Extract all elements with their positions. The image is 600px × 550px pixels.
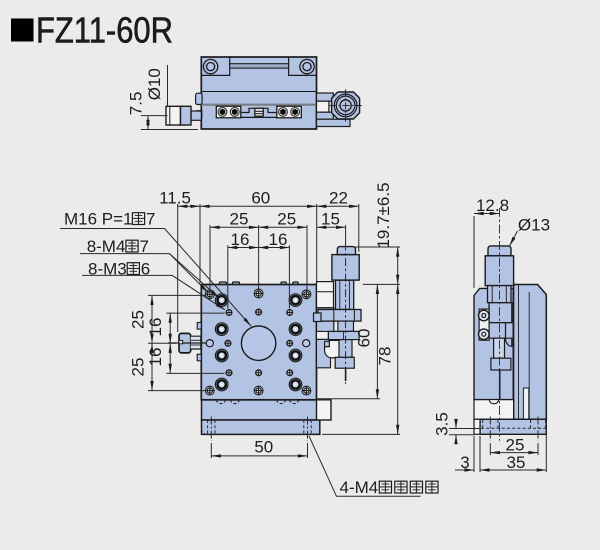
svg-text:3.5: 3.5 (433, 412, 452, 436)
svg-text:FZ11-60R: FZ11-60R (36, 10, 173, 51)
svg-text:60: 60 (355, 329, 374, 348)
svg-text:8-M3: 8-M3 (88, 260, 127, 279)
svg-text:22: 22 (329, 189, 348, 208)
svg-text:78: 78 (376, 347, 395, 366)
svg-text:7.5: 7.5 (127, 92, 146, 116)
svg-text:Ø10: Ø10 (145, 68, 164, 100)
svg-text:16: 16 (269, 230, 288, 249)
svg-text:25: 25 (129, 358, 148, 377)
svg-text:3: 3 (460, 453, 469, 472)
svg-text:35: 35 (507, 453, 526, 472)
svg-text:16: 16 (146, 318, 165, 337)
svg-text:19.7±6.5: 19.7±6.5 (374, 182, 393, 248)
svg-text:M16 P=1: M16 P=1 (64, 210, 133, 229)
svg-text:16: 16 (231, 230, 250, 249)
svg-text:16: 16 (146, 348, 165, 367)
svg-text:12.8: 12.8 (476, 196, 509, 215)
svg-text:Ø13: Ø13 (518, 216, 550, 235)
svg-text:7: 7 (146, 210, 155, 229)
svg-text:15: 15 (321, 210, 340, 229)
svg-text:25: 25 (506, 436, 525, 455)
svg-text:4-M4: 4-M4 (340, 478, 379, 497)
svg-text:25: 25 (129, 310, 148, 329)
svg-text:25: 25 (230, 210, 249, 229)
svg-text:60: 60 (251, 189, 270, 208)
svg-text:25: 25 (277, 210, 296, 229)
svg-text:7: 7 (140, 237, 149, 256)
svg-text:8-M4: 8-M4 (87, 237, 126, 256)
svg-text:11.5: 11.5 (159, 189, 191, 208)
svg-text:6: 6 (141, 260, 150, 279)
svg-text:50: 50 (254, 438, 273, 457)
